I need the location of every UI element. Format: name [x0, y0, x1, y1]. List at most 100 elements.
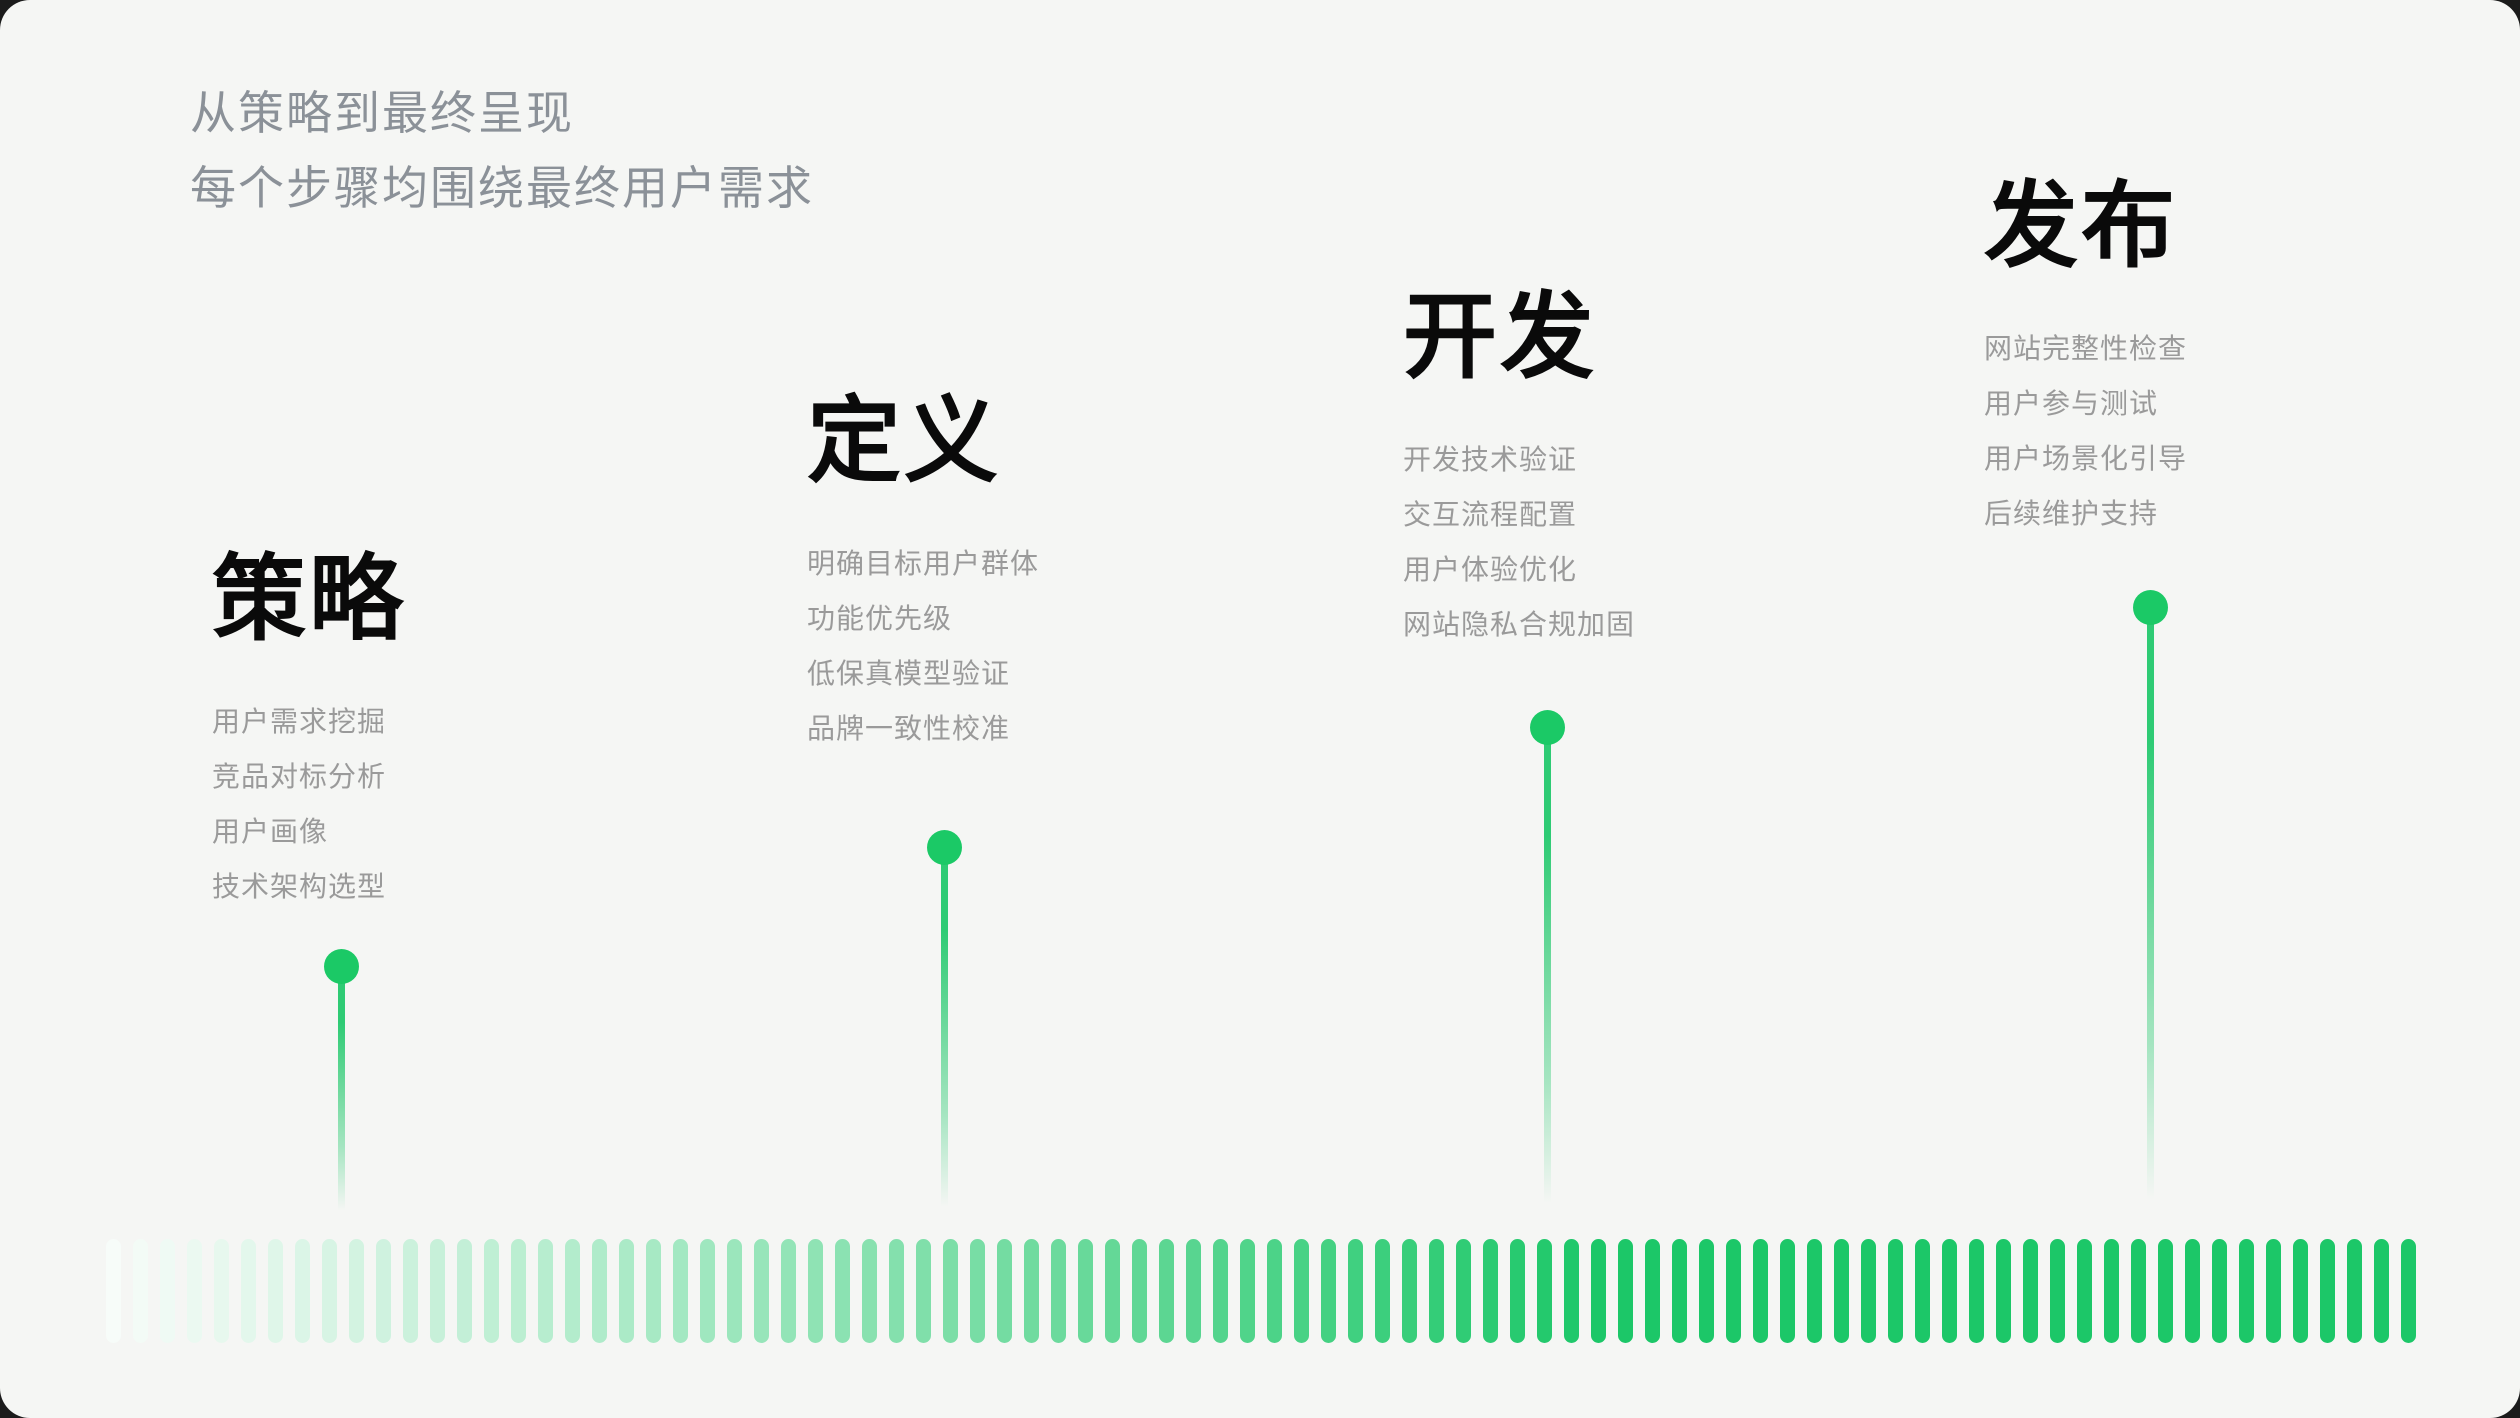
timeline-stripe [106, 1239, 121, 1343]
stage-item: 网站隐私合规加固 [1403, 609, 1636, 640]
timeline-stripe [1861, 1239, 1876, 1343]
timeline-stripe [1915, 1239, 1930, 1343]
timeline-stripe [1105, 1239, 1120, 1343]
timeline-stripe [1942, 1239, 1957, 1343]
timeline-stripe [1240, 1239, 1255, 1343]
timeline-stripe [2104, 1239, 2119, 1343]
subtitle-line-1: 从策略到最终呈现 [190, 87, 574, 139]
stage-item: 用户体验优化 [1403, 554, 1578, 585]
stage-title: 定义 [807, 388, 1002, 493]
timeline-stripe [1753, 1239, 1768, 1343]
timeline-stripe [1591, 1239, 1606, 1343]
stage-item: 功能优先级 [807, 603, 953, 634]
stage-item: 竞品对标分析 [212, 761, 387, 792]
timeline-stripe [2212, 1239, 2227, 1343]
stage-item: 网站完整性检查 [1984, 333, 2188, 364]
timeline-stripe [268, 1239, 283, 1343]
timeline-stripe [2023, 1239, 2038, 1343]
timeline-stripe [592, 1239, 607, 1343]
timeline-stripe [2293, 1239, 2308, 1343]
timeline-stripe [916, 1239, 931, 1343]
stage-item: 后续维护支持 [1984, 498, 2159, 529]
timeline-stripe [2050, 1239, 2065, 1343]
timeline-stripe [1321, 1239, 1336, 1343]
timeline-stripe [484, 1239, 499, 1343]
timeline-stem [941, 848, 948, 1218]
timeline-stripe [295, 1239, 310, 1343]
timeline-stripe [2266, 1239, 2281, 1343]
stage-item-list: 用户需求挖掘竞品对标分析用户画像技术架构选型 [212, 694, 406, 914]
timeline-stem [1544, 728, 1551, 1218]
timeline-stripe [187, 1239, 202, 1343]
stage-item-list: 开发技术验证交互流程配置用户体验优化网站隐私合规加固 [1403, 432, 1635, 652]
stage-launch: 发布 网站完整性检查用户参与测试用户场景化引导后续维护支持 [1984, 179, 2187, 541]
timeline-stripe [2158, 1239, 2173, 1343]
timeline-stripe [1807, 1239, 1822, 1343]
stage-item: 用户需求挖掘 [212, 706, 387, 737]
timeline-stripe [1159, 1239, 1174, 1343]
timeline-stripe [889, 1239, 904, 1343]
stage-strategy: 策略 用户需求挖掘竞品对标分析用户画像技术架构选型 [212, 552, 406, 914]
timeline-stripe [1996, 1239, 2011, 1343]
timeline-stripe [2131, 1239, 2146, 1343]
stage-item-list: 明确目标用户群体功能优先级低保真模型验证品牌一致性校准 [807, 536, 1039, 756]
timeline-stripe [1510, 1239, 1525, 1343]
timeline-stripe [214, 1239, 229, 1343]
stage-item: 低保真模型验证 [807, 658, 1011, 689]
timeline-stripe [997, 1239, 1012, 1343]
timeline-stripe [2320, 1239, 2335, 1343]
timeline-stripe [1888, 1239, 1903, 1343]
timeline-stripe [700, 1239, 715, 1343]
stage-item: 明确目标用户群体 [807, 548, 1040, 579]
timeline-stripe [160, 1239, 175, 1343]
timeline-stripe [1672, 1239, 1687, 1343]
timeline-stripe [970, 1239, 985, 1343]
timeline-stripe [619, 1239, 634, 1343]
stage-item: 交互流程配置 [1403, 499, 1578, 530]
timeline-stripe [754, 1239, 769, 1343]
timeline-dot [1530, 710, 1565, 745]
timeline-stripe [1078, 1239, 1093, 1343]
timeline-stripe [430, 1239, 445, 1343]
timeline-stripe [781, 1239, 796, 1343]
timeline-stripe [1564, 1239, 1579, 1343]
timeline-stripe [673, 1239, 688, 1343]
timeline-stripe [457, 1239, 472, 1343]
subtitle-line-2: 每个步骤均围绕最终用户需求 [190, 162, 814, 214]
timeline-stripe [133, 1239, 148, 1343]
stage-item: 用户画像 [212, 816, 329, 847]
page-subtitle: 从策略到最终呈现 每个步骤均围绕最终用户需求 [190, 76, 814, 226]
timeline-stripe [1537, 1239, 1552, 1343]
timeline-dot [2133, 590, 2168, 625]
timeline-stripe [241, 1239, 256, 1343]
stage-define: 定义 明确目标用户群体功能优先级低保真模型验证品牌一致性校准 [807, 394, 1039, 756]
timeline-stripe [511, 1239, 526, 1343]
timeline-stripe [349, 1239, 364, 1343]
timeline-stem [2147, 608, 2154, 1218]
timeline-stripe [727, 1239, 742, 1343]
timeline-dot [927, 830, 962, 865]
timeline-stripe [376, 1239, 391, 1343]
timeline-stripe [1429, 1239, 1444, 1343]
stage-item: 用户参与测试 [1984, 388, 2159, 419]
stage-item: 用户场景化引导 [1984, 443, 2188, 474]
timeline-bar [106, 1239, 2416, 1343]
timeline-stripe [1618, 1239, 1633, 1343]
timeline-stem [338, 967, 345, 1218]
timeline-stripe [646, 1239, 661, 1343]
timeline-stripe [1456, 1239, 1471, 1343]
timeline-stripe [1780, 1239, 1795, 1343]
timeline-stripe [1375, 1239, 1390, 1343]
timeline-stripe [1402, 1239, 1417, 1343]
stage-item: 技术架构选型 [212, 871, 387, 902]
timeline-stripe [1294, 1239, 1309, 1343]
stage-item: 品牌一致性校准 [807, 713, 1011, 744]
timeline-stripe [2239, 1239, 2254, 1343]
timeline-stripe [1348, 1239, 1363, 1343]
timeline-stripe [943, 1239, 958, 1343]
stage-item-list: 网站完整性检查用户参与测试用户场景化引导后续维护支持 [1984, 321, 2187, 541]
timeline-stripe [2347, 1239, 2362, 1343]
timeline-stripe [1051, 1239, 1066, 1343]
timeline-dot [324, 949, 359, 984]
